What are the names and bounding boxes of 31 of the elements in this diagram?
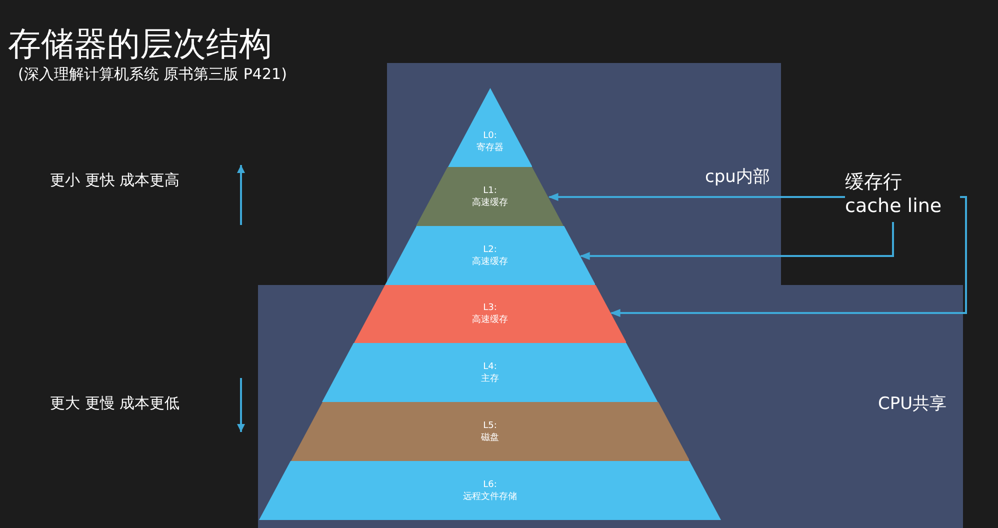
direction-note: 更大 更慢 成本更低 [50,393,180,413]
level-name: 磁盘 [480,432,499,444]
pyramid-level [448,88,532,167]
level-name: 高速缓存 [472,256,508,268]
level-name: 高速缓存 [472,314,508,326]
level-label: L1: [483,184,497,196]
pyramid-level [322,343,658,402]
level-label: L3: [483,302,497,314]
level-name: 高速缓存 [472,196,508,208]
pyramid-level [290,402,690,461]
callout-label: 缓存行 cache line [845,170,960,218]
subtitle: (深入理解计算机系统 原书第三版 P421) [18,64,287,84]
level-label: L2: [483,244,497,256]
title: 存储器的层次结构 [8,24,272,64]
direction-note: 更小 更快 成本更高 [50,170,180,190]
region-label: cpu内部 [705,166,770,188]
level-label: L4: [483,360,497,372]
region-panel [387,63,781,285]
level-name: 远程文件存储 [463,490,517,502]
level-label: L0: [483,130,497,142]
pyramid-level [416,167,564,226]
level-label: L5: [483,420,497,432]
level-name: 寄存器 [476,142,504,154]
arrow [580,222,894,260]
region-label: CPU共享 [878,393,947,415]
level-name: 主存 [480,372,499,384]
level-label: L6: [483,478,497,490]
region-panel [258,285,963,528]
pyramid-level [259,461,721,520]
arrow [610,196,967,317]
arrow [548,193,845,201]
